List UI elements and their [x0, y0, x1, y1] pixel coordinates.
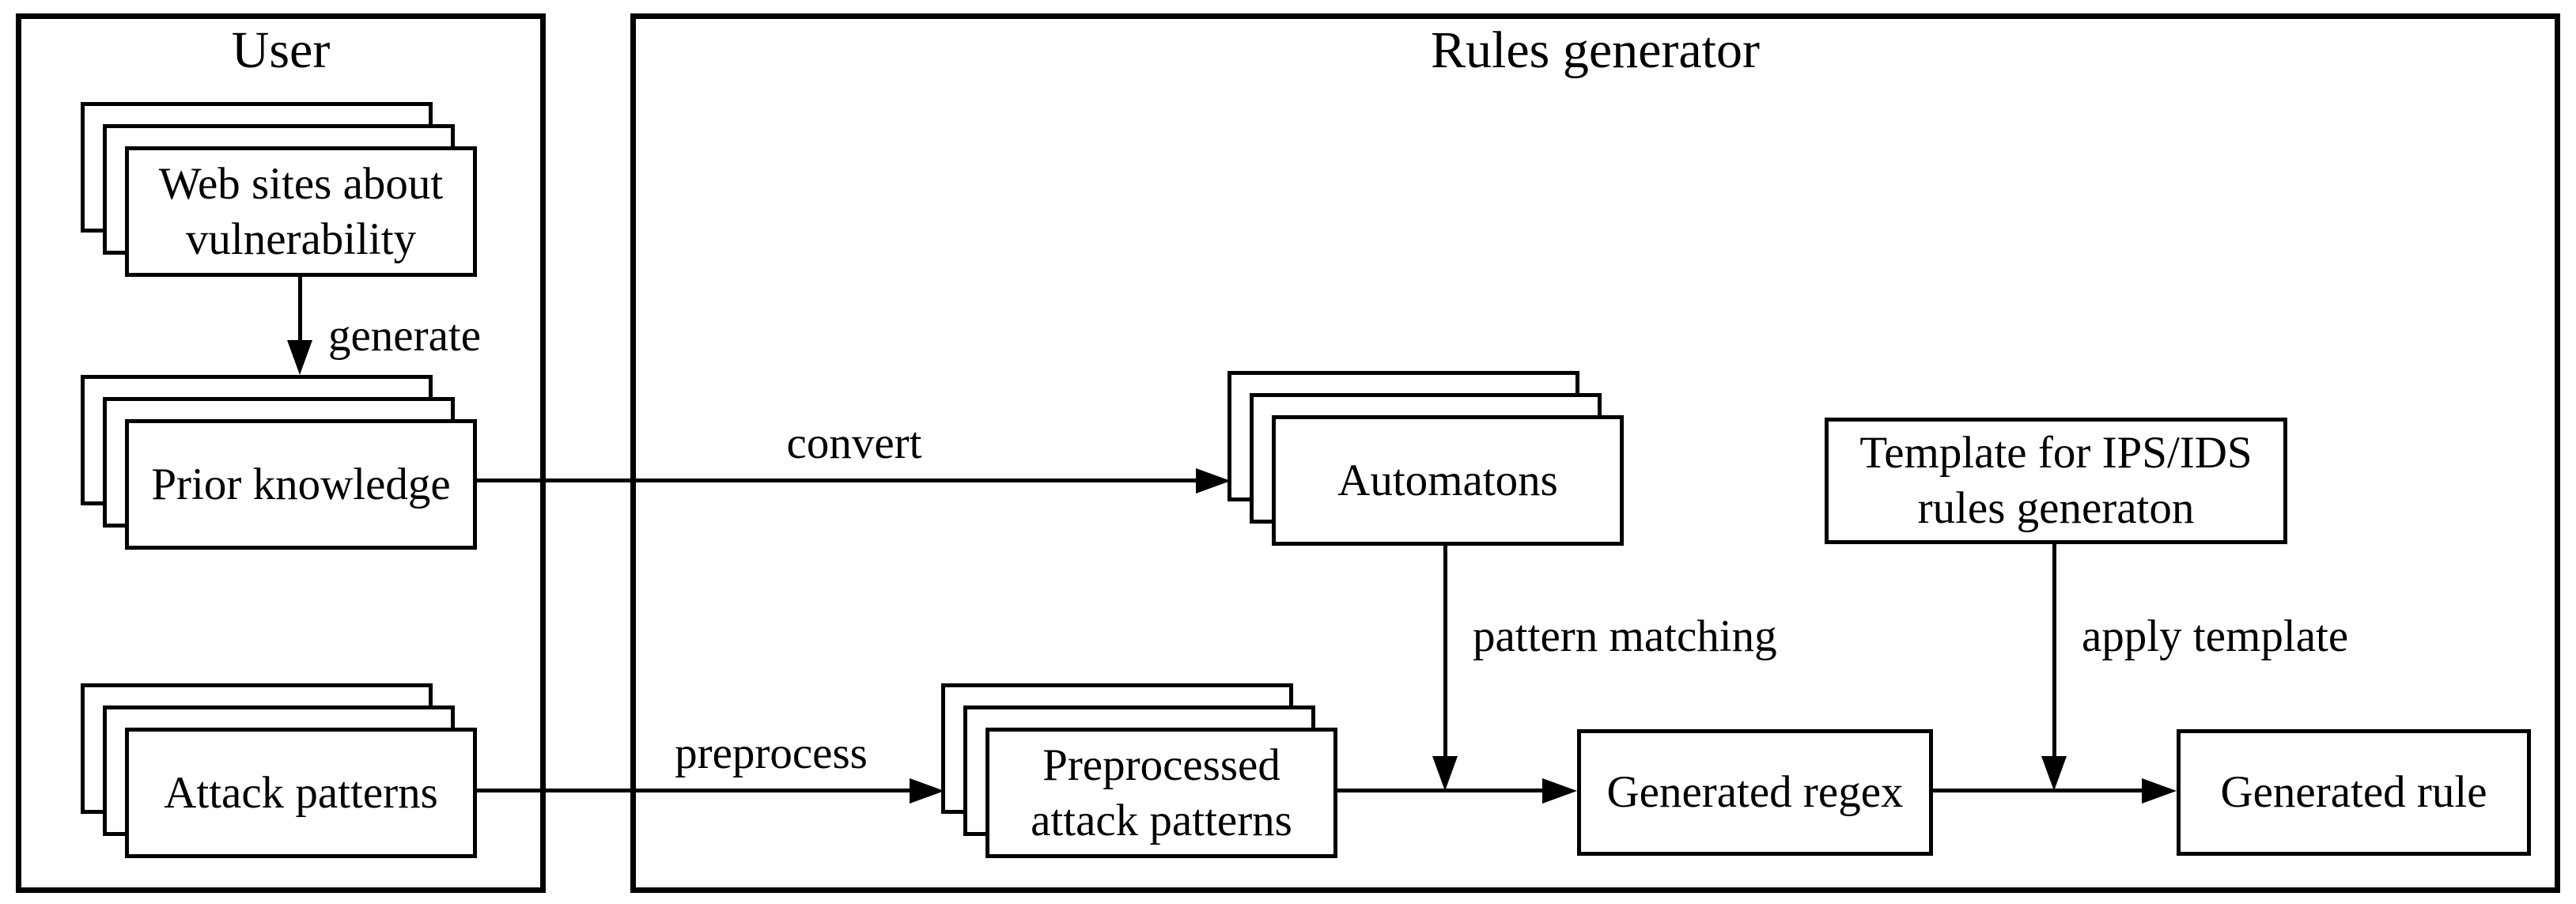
web-sites-label: Web sites about vulnerability [158, 158, 444, 264]
preprocessed-attack-patterns-label: Preprocessed attack patterns [1031, 739, 1292, 845]
user-container [16, 13, 546, 893]
attack-patterns-box: Attack patterns [125, 728, 477, 858]
apply-template-arrow-line [2052, 544, 2056, 756]
preprocessed-attack-patterns-box: Preprocessed attack patterns [985, 728, 1337, 858]
regex-to-rule-arrowhead [2142, 778, 2177, 804]
preprocessed-to-regex-line [1337, 789, 1542, 792]
prior-knowledge-label: Prior knowledge [151, 459, 451, 509]
pattern-matching-arrowhead [1432, 756, 1458, 791]
apply-template-arrowhead [2041, 756, 2067, 791]
preprocess-arrowhead [910, 778, 944, 804]
rules-generator-container-title: Rules generator [1430, 21, 1760, 79]
user-container-title: User [231, 21, 331, 79]
generate-arrow-line [298, 277, 302, 343]
generated-rule-box: Generated rule [2177, 729, 2531, 856]
prior-knowledge-stack: Prior knowledge [81, 375, 477, 550]
preprocess-arrow-label: preprocess [675, 728, 868, 778]
template-ips-ids-label: Template for IPS/IDS rules generaton [1859, 428, 2253, 533]
generated-regex-box: Generated regex [1577, 729, 1933, 856]
attack-patterns-stack: Attack patterns [81, 683, 477, 858]
generated-rule-label: Generated rule [2220, 767, 2487, 818]
automatons-box: Automatons [1272, 415, 1624, 546]
pattern-matching-arrow-line [1443, 546, 1447, 756]
web-sites-stack: Web sites about vulnerability [81, 102, 477, 277]
prior-knowledge-box: Prior knowledge [125, 419, 477, 550]
pattern-matching-arrow-label: pattern matching [1473, 611, 1777, 661]
preprocessed-attack-patterns-stack: Preprocessed attack patterns [941, 683, 1337, 858]
attack-patterns-label: Attack patterns [164, 767, 438, 818]
regex-to-rule-line [1933, 789, 2142, 792]
preprocess-arrow-line [477, 789, 910, 792]
convert-arrow-line [477, 478, 1197, 482]
generate-arrowhead [287, 340, 312, 375]
automatons-stack: Automatons [1227, 371, 1624, 546]
convert-arrowhead [1196, 468, 1231, 494]
automatons-label: Automatons [1337, 455, 1558, 505]
rules-generator-container [630, 13, 2560, 893]
template-ips-ids-box: Template for IPS/IDS rules generaton [1825, 418, 2287, 544]
generate-arrow-label: generate [328, 311, 482, 361]
apply-template-arrow-label: apply template [2082, 611, 2349, 661]
preprocessed-to-regex-arrowhead [1542, 778, 1577, 804]
convert-arrow-label: convert [786, 418, 922, 468]
web-sites-box: Web sites about vulnerability [125, 146, 477, 277]
generated-regex-label: Generated regex [1606, 767, 1904, 818]
